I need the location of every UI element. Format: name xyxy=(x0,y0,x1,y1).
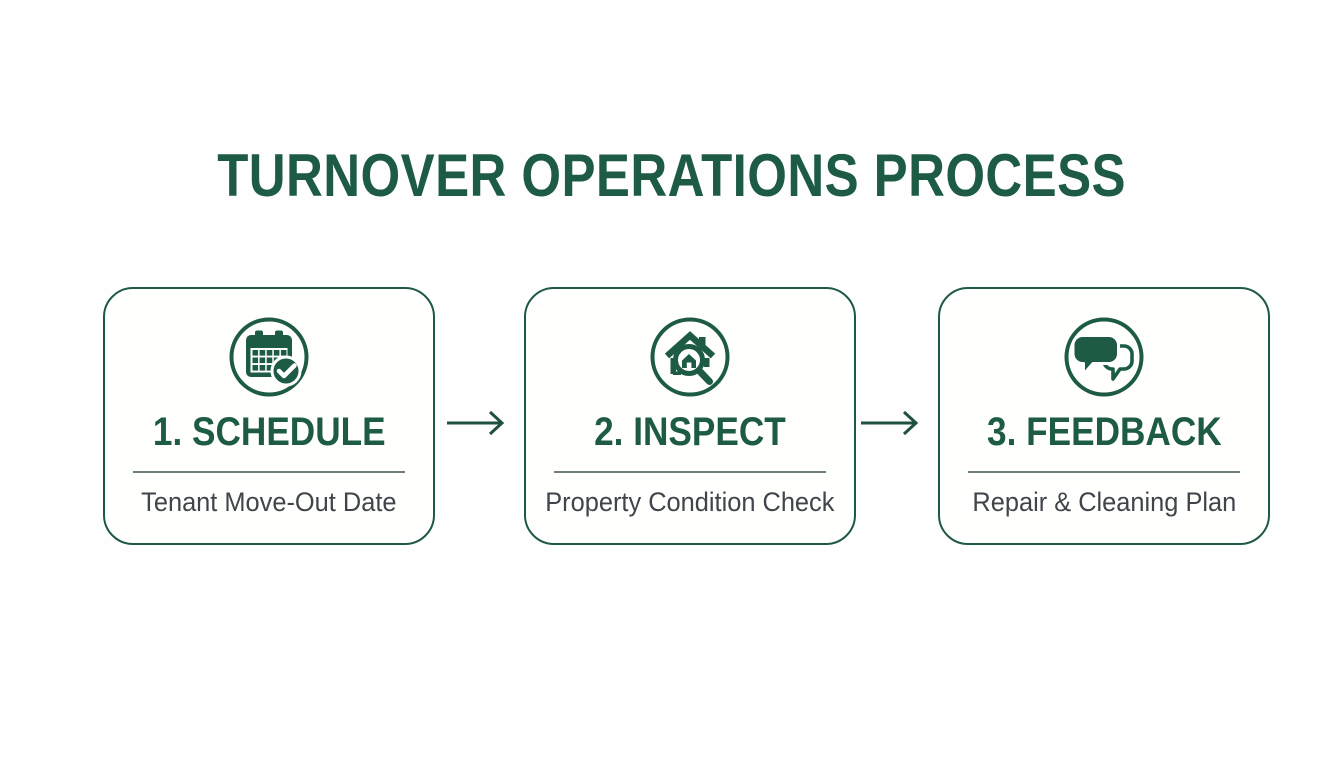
step-subtitle: Property Condition Check xyxy=(545,487,835,517)
step-card-feedback: 3. FEEDBACK Repair & Cleaning Plan xyxy=(938,287,1270,545)
step-subtitle: Tenant Move-Out Date xyxy=(141,487,397,517)
divider xyxy=(133,471,405,473)
step-title: 3. FEEDBACK xyxy=(986,410,1222,454)
page-title: TURNOVER OPERATIONS PROCESS xyxy=(217,142,1127,209)
divider xyxy=(554,471,826,473)
step-card-schedule: 1. SCHEDULE Tenant Move-Out Date xyxy=(103,287,435,545)
house-magnifier-icon xyxy=(650,317,730,397)
arrow-right-icon xyxy=(861,410,919,436)
step-title: 1. SCHEDULE xyxy=(152,410,386,454)
divider xyxy=(968,471,1240,473)
step-subtitle: Repair & Cleaning Plan xyxy=(972,487,1236,517)
calendar-check-icon xyxy=(229,317,309,397)
page-title-row: TURNOVER OPERATIONS PROCESS xyxy=(0,141,1344,210)
step-card-inspect: 2. INSPECT Property Condition Check xyxy=(524,287,856,545)
step-title: 2. INSPECT xyxy=(594,410,786,454)
arrow-right-icon xyxy=(447,410,505,436)
speech-bubbles-icon xyxy=(1064,317,1144,397)
